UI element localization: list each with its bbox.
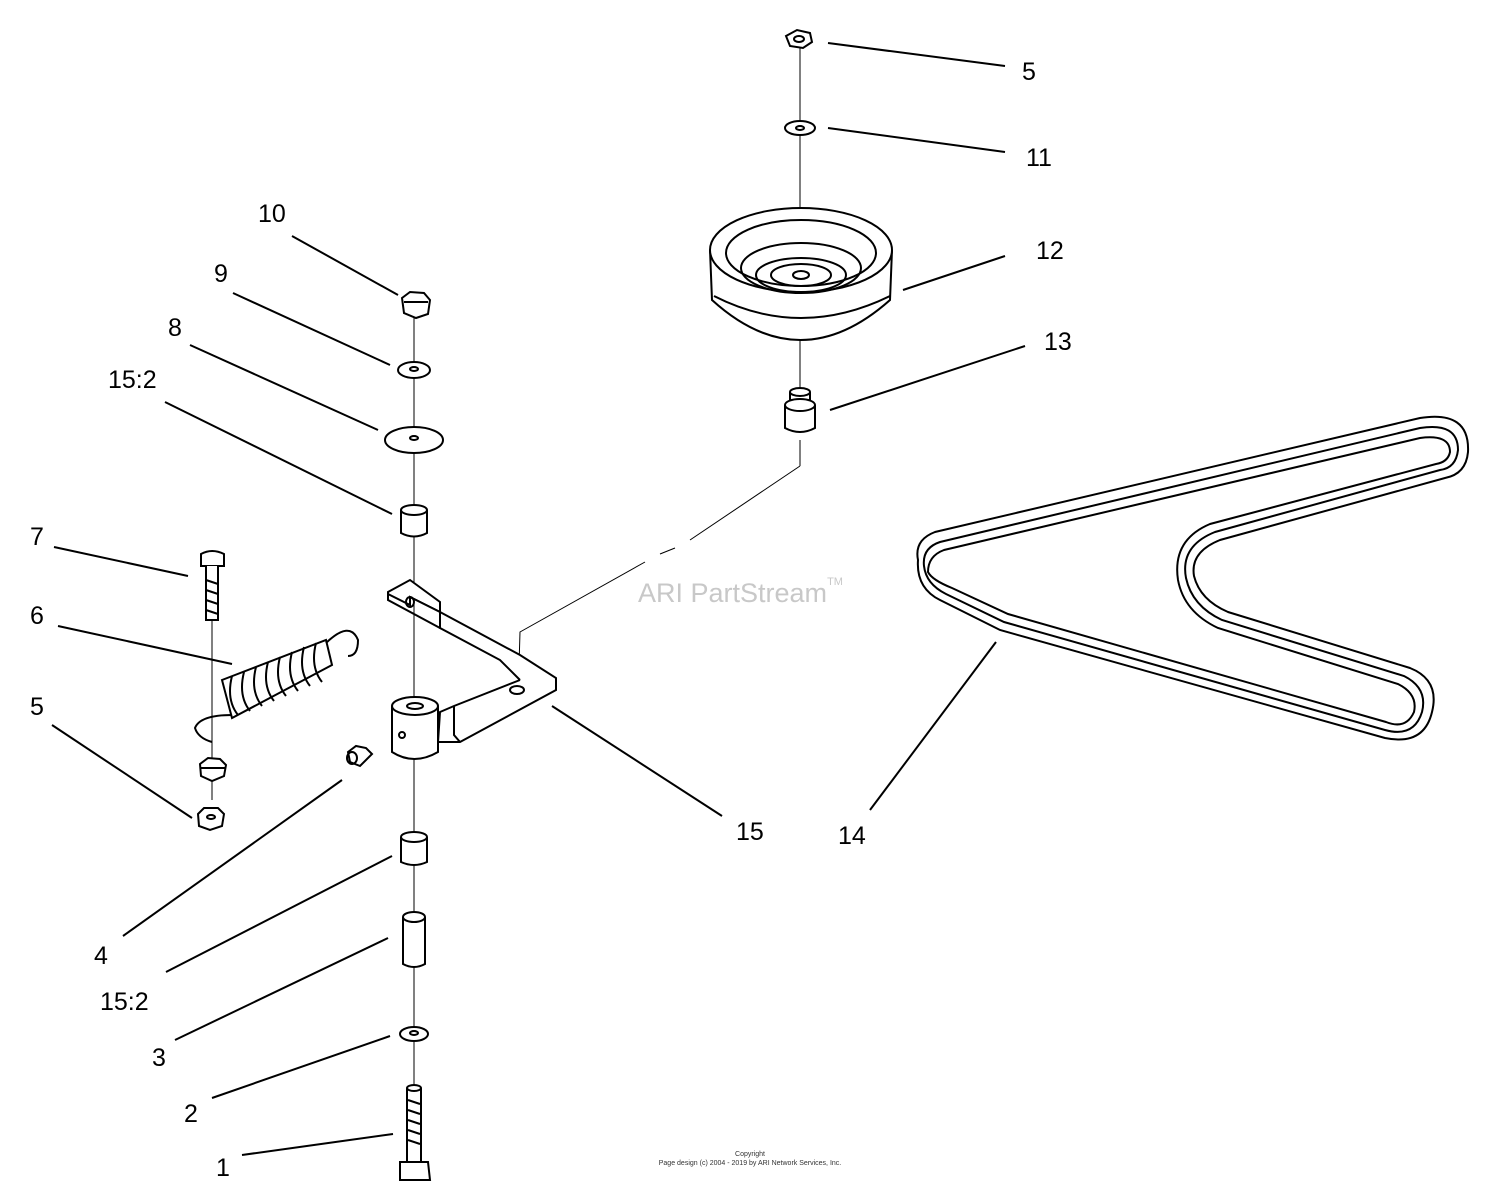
callout-10: 10	[258, 200, 286, 228]
callout-9: 9	[214, 260, 228, 288]
leader-lines	[51, 42, 1026, 1156]
grease-fitting	[346, 744, 374, 768]
bushing-lower	[400, 831, 428, 866]
copyright-notice: Copyright Page design (c) 2004 - 2019 by…	[610, 1150, 890, 1168]
washer-8	[384, 426, 444, 454]
callout-11: 11	[1026, 144, 1052, 172]
callout-15: 15	[736, 818, 764, 846]
watermark-text: ARI PartStream	[638, 578, 828, 608]
washer-2	[399, 1026, 429, 1042]
washer-9	[397, 361, 431, 379]
bushing-upper	[400, 504, 428, 538]
bolt-1	[399, 1084, 432, 1181]
callout-15-2-upper: 15:2	[108, 366, 157, 394]
callout-5-top: 5	[1022, 58, 1036, 86]
callout-12: 12	[1036, 237, 1064, 265]
callout-6: 6	[30, 602, 44, 630]
callout-13: 13	[1044, 328, 1072, 356]
trademark-mark: TM	[827, 576, 843, 588]
pivot-tube	[391, 696, 439, 760]
watermark: ARI PartStreamTM	[638, 576, 843, 609]
copyright-line-2: Page design (c) 2004 - 2019 by ARI Netwo…	[658, 1160, 842, 1167]
washer-11	[784, 120, 816, 136]
idler-arm	[387, 578, 557, 743]
callout-2: 2	[184, 1100, 198, 1128]
callout-7: 7	[30, 523, 44, 551]
callout-15-2-lower: 15:2	[100, 988, 149, 1016]
nut-top	[784, 28, 814, 50]
spacer-13	[784, 387, 816, 433]
spring-6	[193, 629, 360, 743]
callout-14: 14	[838, 822, 866, 850]
v-belt	[916, 415, 1470, 741]
callout-3: 3	[152, 1044, 166, 1072]
callout-4: 4	[94, 942, 108, 970]
spacer-3	[402, 911, 426, 968]
copyright-line-1: Copyright	[735, 1151, 765, 1158]
bolt-7	[200, 550, 225, 621]
idler-pulley	[709, 207, 893, 341]
callout-8: 8	[168, 314, 182, 342]
callout-5-left: 5	[30, 693, 44, 721]
washer-left	[196, 807, 226, 832]
callout-1: 1	[216, 1154, 230, 1182]
nut-10	[400, 290, 432, 320]
nut-left	[198, 756, 228, 783]
